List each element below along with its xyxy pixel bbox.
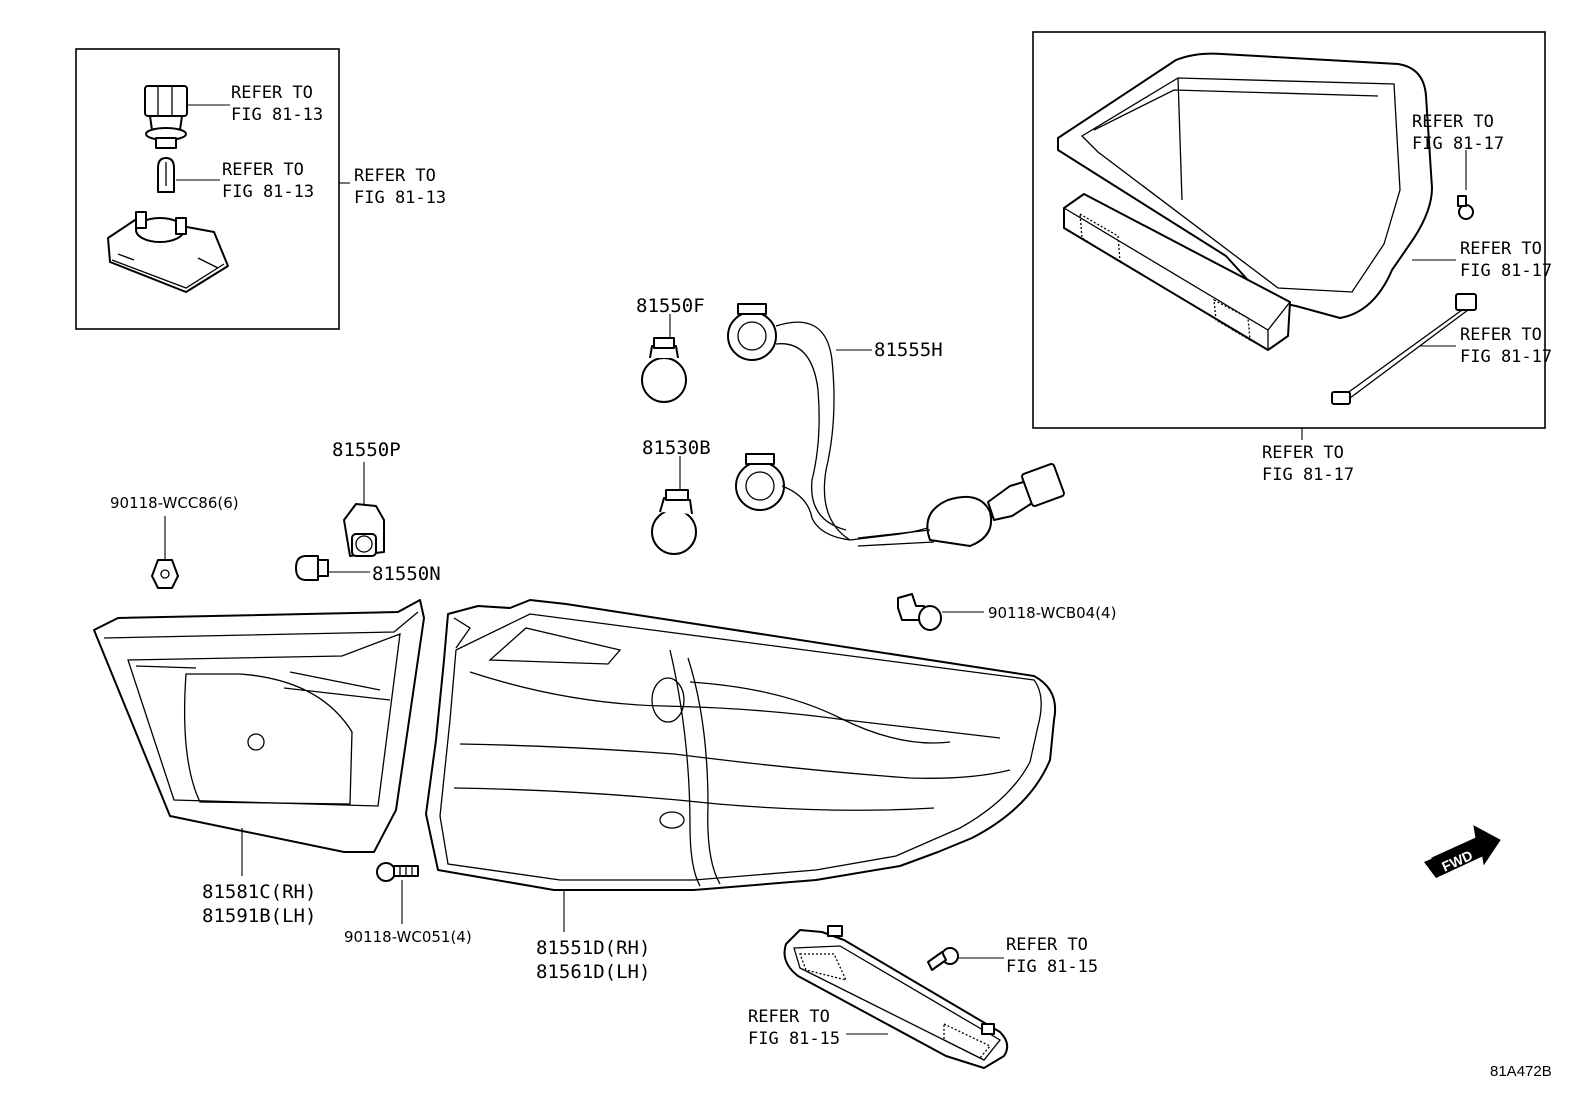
label-81550P: 81550P	[332, 439, 401, 461]
socket-81550P-icon	[343, 503, 385, 557]
license-lamp-socket-icon	[144, 85, 188, 149]
inset-refer-2-line1: REFER TO	[222, 160, 304, 180]
stop-refer-1-line2: FIG 81-17	[1412, 134, 1504, 154]
label-81550N: 81550N	[372, 563, 441, 585]
refl-refer-2-line2: FIG 81-15	[748, 1029, 840, 1049]
inset-refer-1-line2: FIG 81-13	[231, 105, 323, 125]
stop-refer-3-line2: FIG 81-17	[1460, 347, 1552, 367]
inset-refer-1-line1: REFER TO	[231, 83, 313, 103]
refl-refer-2-line1: REFER TO	[748, 1007, 830, 1027]
stop-lamp-screw-icon	[1457, 195, 1474, 220]
license-lamp-housing-icon	[107, 211, 229, 293]
label-81550F: 81550F	[636, 295, 705, 317]
stop-refer-2-line1: REFER TO	[1460, 239, 1542, 259]
stop-refer-2-line2: FIG 81-17	[1460, 261, 1552, 281]
stop-refer-1-line1: REFER TO	[1412, 112, 1494, 132]
label-90118-WCB04: 90118-WCB04(4)	[988, 604, 1116, 622]
screw-90118-WC051-icon	[376, 862, 419, 882]
stop-refer-box-line2: FIG 81-17	[1262, 465, 1354, 485]
inset-refer-3-line1: REFER TO	[354, 166, 436, 186]
fwd-label: FWD	[1439, 847, 1475, 875]
license-lamp-bulb-icon	[157, 157, 175, 193]
label-81530B: 81530B	[642, 437, 711, 459]
stop-lamp-cover-icon	[1057, 52, 1433, 319]
label-81581C-rh: 81581C(RH)	[202, 881, 316, 903]
stop-lamp-lens-icon	[1063, 193, 1291, 351]
outer-tail-lamp-81551D-icon	[425, 599, 1056, 891]
bulb-81550F-icon	[641, 337, 687, 403]
socket-wire-harness-81555H-icon	[727, 303, 1065, 547]
clip-90118-WCB04-icon	[897, 593, 942, 631]
inset-refer-2-line2: FIG 81-13	[222, 182, 314, 202]
stop-lamp-wire-icon	[1331, 293, 1477, 405]
figure-code: 81A472B	[1490, 1063, 1552, 1080]
label-90118-WCC86: 90118-WCC86(6)	[110, 494, 239, 512]
reflector-screw-icon	[927, 947, 959, 971]
label-81591B-lh: 81591B(LH)	[202, 905, 316, 927]
svg-text:81551D(RH)81561D(LH): 81551D(RH)81561D(LH)	[536, 937, 650, 983]
refl-refer-1-line1: REFER TO	[1006, 935, 1088, 955]
svg-text:81581C(RH)81591B(LH): 81581C(RH)81591B(LH)	[202, 881, 316, 927]
inset-refer-3-line2: FIG 81-13	[354, 188, 446, 208]
label-81561D-lh: 81561D(LH)	[536, 961, 650, 983]
inner-tail-lamp-81581C-icon	[93, 599, 425, 853]
label-81555H: 81555H	[874, 339, 943, 361]
label-81551D-rh: 81551D(RH)	[536, 937, 650, 959]
stop-refer-box-line1: REFER TO	[1262, 443, 1344, 463]
bulb-81550N-icon	[295, 555, 329, 581]
stop-refer-3-line1: REFER TO	[1460, 325, 1542, 345]
fwd-arrow-icon: FWD	[1424, 825, 1501, 878]
label-90118-WC051: 90118-WC051(4)	[344, 928, 472, 946]
rear-reflector-icon	[783, 925, 1009, 1069]
clip-90118-WCC86-icon	[151, 559, 179, 589]
bulb-81530B-icon	[651, 489, 697, 555]
refl-refer-1-line2: FIG 81-15	[1006, 957, 1098, 977]
